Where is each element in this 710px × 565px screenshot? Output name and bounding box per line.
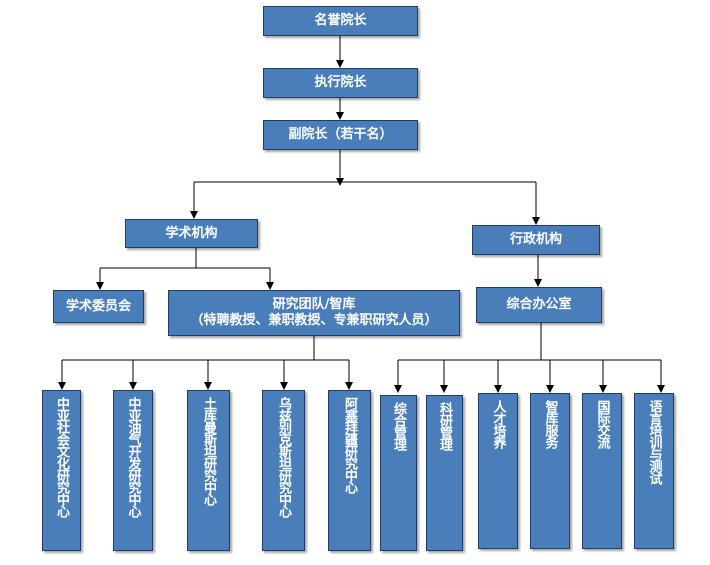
academic-institution-box: 学术机构: [125, 219, 258, 248]
general-office-label: 综合办公室: [506, 297, 572, 312]
research-center-box: 乌兹别克斯坦研究中心: [262, 390, 305, 551]
research-center-box: 中亚社会文化研究中心: [42, 390, 81, 551]
admin-unit-label: 人才培养: [490, 400, 506, 448]
research-center-box: 中亚油气开发研究中心: [113, 390, 153, 551]
academic-committee-box: 学术委员会: [53, 290, 144, 323]
admin-unit-box: 国际交流: [582, 393, 622, 549]
vice-dean-box: 副院长（若干名）: [263, 120, 418, 150]
administrative-institution-label: 行政机构: [509, 232, 562, 247]
admin-unit-label: 综合管理: [391, 402, 406, 450]
research-center-label: 乌兹别克斯坦研究中心: [276, 397, 291, 517]
admin-unit-label: 科研管理: [437, 402, 452, 450]
research-center-box: 阿塞拜疆研究中心: [328, 390, 371, 551]
research-center-box: 土库曼斯坦研究中心: [187, 390, 230, 551]
admin-unit-box: 智库服务: [530, 393, 570, 549]
research-center-label: 中亚社会文化研究中心: [54, 397, 69, 517]
research-team-members-label: （特聘教授、兼职教授、专兼职研究人员）: [190, 313, 438, 328]
research-center-label: 土库曼斯坦研究中心: [201, 397, 216, 505]
academic-institution-label: 学术机构: [165, 225, 218, 241]
executive-dean-label: 执行院长: [314, 75, 367, 90]
academic-committee-label: 学术委员会: [65, 298, 131, 314]
admin-unit-label: 国际交流: [594, 400, 610, 448]
honorary-dean-label: 名誉院长: [314, 13, 367, 28]
administrative-institution-box: 行政机构: [472, 225, 600, 255]
executive-dean-box: 执行院长: [263, 68, 418, 98]
vice-dean-label: 副院长（若干名）: [288, 127, 393, 142]
admin-unit-label: 语言培训与测试: [646, 400, 662, 484]
research-team-label: 研究团队/智库: [272, 297, 356, 312]
research-team-box: 研究团队/智库 （特聘教授、兼职教授、专兼职研究人员）: [168, 290, 460, 336]
admin-unit-label: 智库服务: [542, 400, 558, 448]
admin-unit-box: 科研管理: [426, 395, 463, 551]
admin-unit-box: 语言培训与测试: [634, 393, 674, 549]
research-center-label: 阿塞拜疆研究中心: [342, 397, 357, 493]
admin-unit-box: 人才培养: [478, 393, 518, 549]
honorary-dean-box: 名誉院长: [263, 6, 418, 36]
admin-unit-box: 综合管理: [380, 395, 417, 551]
research-center-label: 中亚油气开发研究中心: [125, 397, 141, 517]
general-office-box: 综合办公室: [476, 287, 602, 323]
